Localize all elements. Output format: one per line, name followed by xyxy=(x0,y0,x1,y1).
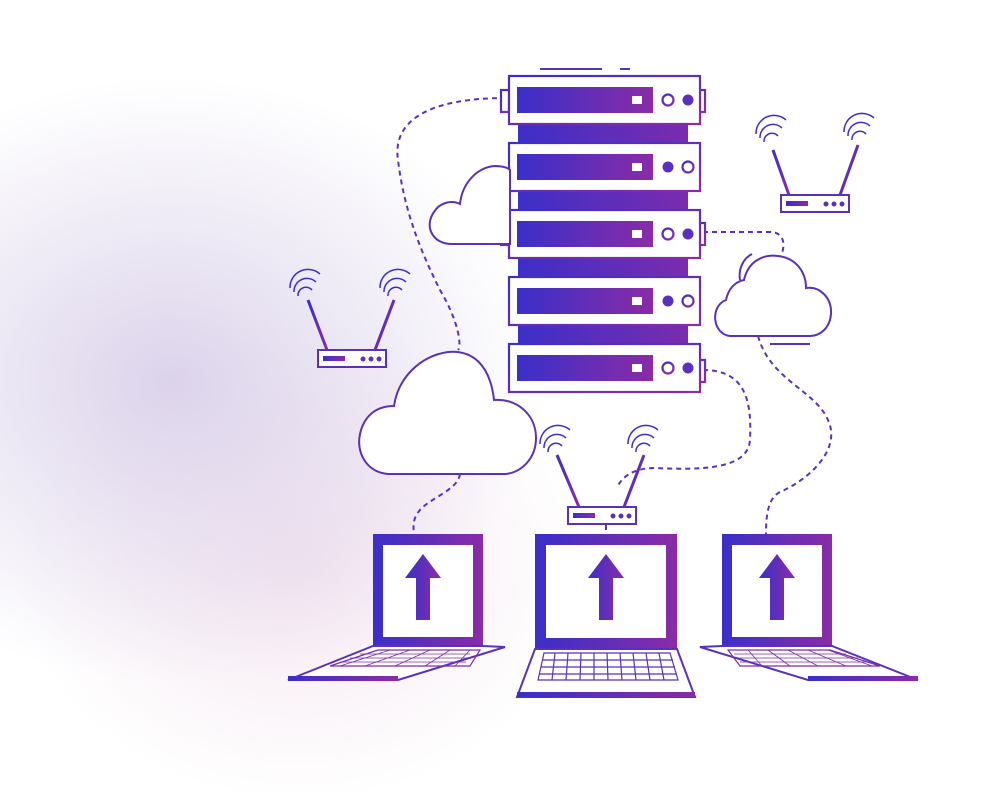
upload-arrow-icon xyxy=(759,554,795,620)
connection-left-cloud-to-left-laptop xyxy=(412,473,461,535)
cloud-top-accent xyxy=(738,253,753,281)
wifi-router-icon xyxy=(289,112,875,525)
server-unit-5 xyxy=(507,342,702,394)
cloud-small-upper xyxy=(428,164,511,245)
laptop-icon xyxy=(287,534,919,698)
laptop-middle xyxy=(515,534,697,698)
connection-server-to-middle-router xyxy=(616,369,752,489)
server-unit-3 xyxy=(507,208,702,260)
laptop-left xyxy=(287,534,506,681)
router-top-right xyxy=(755,112,875,213)
router-left xyxy=(289,268,411,368)
server-rack-icon xyxy=(499,74,707,394)
upload-arrow-icon xyxy=(588,554,624,620)
server-unit-4 xyxy=(507,275,702,327)
cloud-right xyxy=(714,254,833,337)
cloud-icon xyxy=(358,164,833,475)
cloud-large-left xyxy=(358,350,538,475)
connection-lines xyxy=(396,68,833,535)
upload-arrow-icon xyxy=(405,554,441,620)
router-middle xyxy=(539,424,659,525)
connection-server-to-left-cloud xyxy=(396,97,507,351)
server-unit-1 xyxy=(507,74,702,126)
connection-right-cloud-to-right-laptop xyxy=(757,335,833,535)
connection-server-to-right-cloud xyxy=(703,231,785,259)
server-unit-2 xyxy=(507,141,702,193)
laptop-right xyxy=(699,534,919,681)
